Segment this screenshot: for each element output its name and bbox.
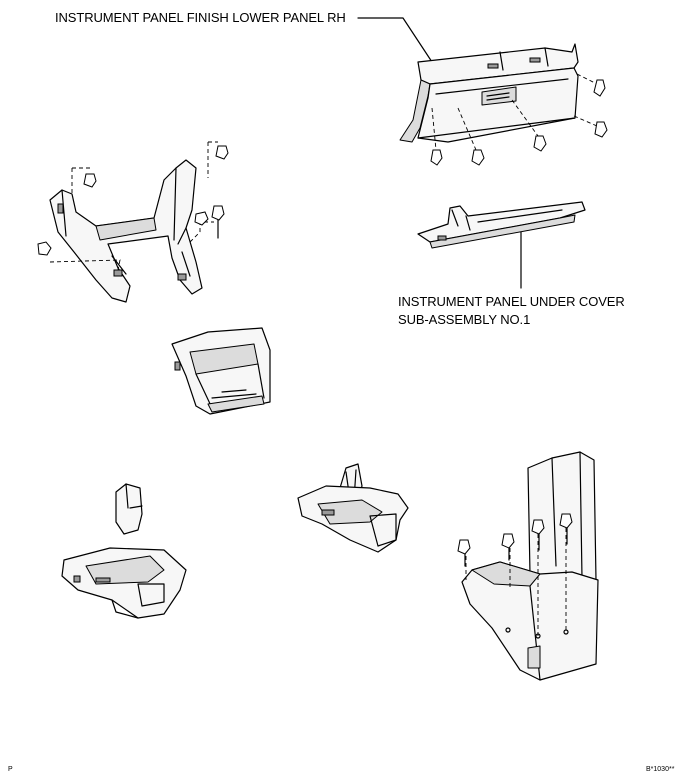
nut-icon <box>194 211 209 226</box>
bolt-icon <box>430 149 443 166</box>
bolt-icon <box>471 149 485 166</box>
bolt-icon <box>593 79 606 97</box>
label-under-cover-line1: INSTRUMENT PANEL UNDER COVER <box>398 294 625 309</box>
footer-left-mark: P <box>8 766 13 773</box>
lower-panel-rh-bolts <box>430 73 608 166</box>
bolt-icon <box>211 205 225 221</box>
rear-console-box-part <box>461 451 599 681</box>
label-under-cover-line2: SUB-ASSEMBLY NO.1 <box>398 312 531 327</box>
bolt-icon <box>501 533 515 549</box>
under-cover-part <box>417 201 586 249</box>
bolt-icon <box>83 173 97 188</box>
bolt-icon <box>215 145 229 160</box>
bolt-icon <box>559 513 573 529</box>
rear-console-box-bolts <box>457 513 573 639</box>
bolt-icon <box>531 519 545 535</box>
shift-knob-console-part <box>61 483 187 619</box>
lower-panel-rh-part <box>399 43 579 143</box>
center-panel-part <box>171 327 271 415</box>
bolt-icon <box>533 135 547 152</box>
bolt-icon <box>457 539 471 555</box>
label-lower-panel-rh: INSTRUMENT PANEL FINISH LOWER PANEL RH <box>55 10 346 25</box>
figure-code: B*1030** <box>646 766 675 773</box>
shift-boot-console-part <box>297 463 409 553</box>
nut-icon <box>37 241 52 256</box>
bolt-icon <box>594 121 608 138</box>
lower-center-support-bolts <box>37 141 229 271</box>
leader-line-lower-panel-rh <box>357 17 433 63</box>
lower-center-support-part <box>49 159 203 303</box>
